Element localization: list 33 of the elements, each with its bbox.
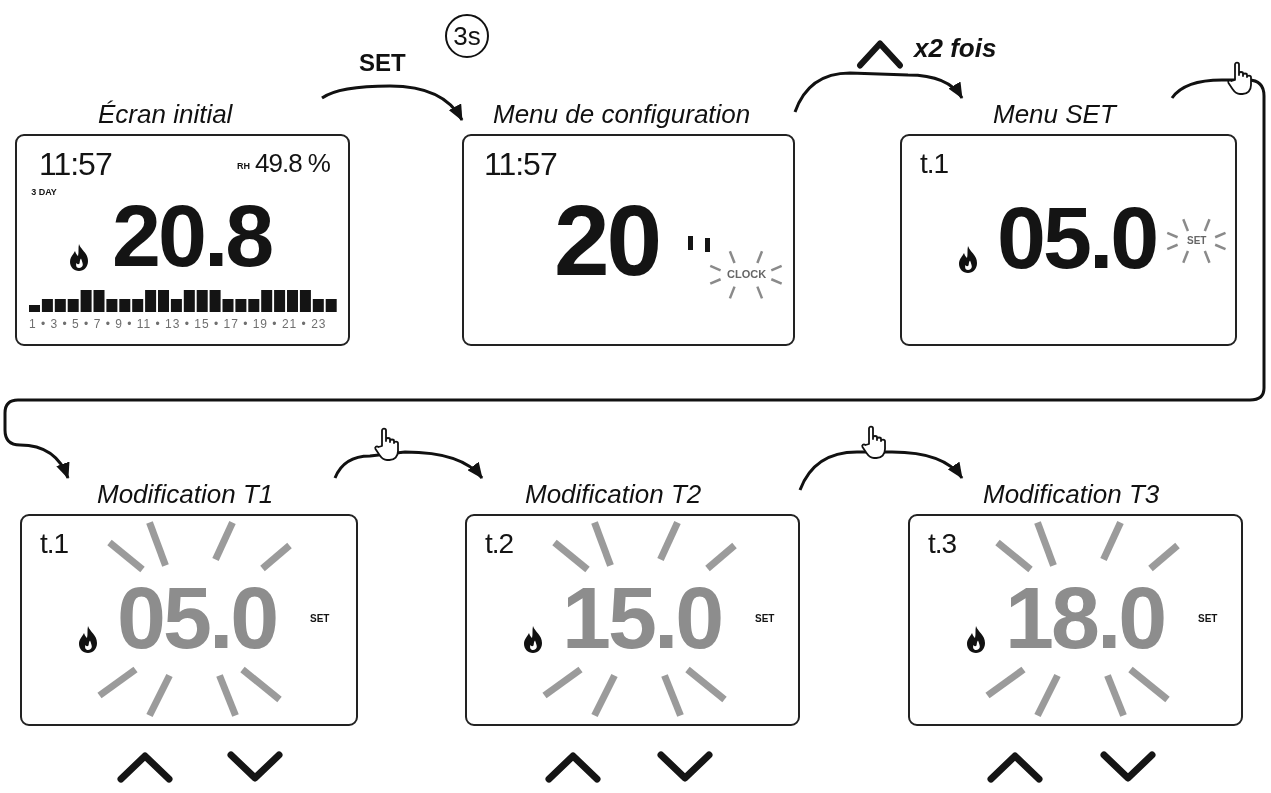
- curved-arrow: [3, 78, 1266, 479]
- humidity-label: RH: [237, 162, 250, 171]
- program-label: t.1: [40, 530, 69, 558]
- temperature-value: 15.0: [562, 574, 722, 662]
- clock-indicator: CLOCK: [727, 269, 767, 280]
- program-label: t.3: [928, 530, 957, 558]
- temperature-value: 18.0: [1005, 574, 1165, 662]
- program-label: t.1: [920, 150, 949, 178]
- set-indicator: SET: [755, 614, 775, 624]
- setting-value: 20: [554, 190, 660, 290]
- temperature-value: 20.8: [112, 192, 272, 280]
- curved-arrow: [321, 84, 464, 121]
- set-indicator: SET: [1198, 614, 1218, 624]
- screen-title: Modification T2: [525, 478, 702, 510]
- temperature-value: 05.0: [117, 574, 277, 662]
- screen-title: Modification T3: [983, 478, 1160, 510]
- clock-time: 11:57: [39, 148, 112, 180]
- set-indicator: SET: [1187, 236, 1207, 246]
- curved-arrow: [333, 450, 484, 479]
- curved-arrow: [793, 71, 964, 113]
- curved-arrow: [798, 450, 964, 491]
- program-label: t.2: [485, 530, 514, 558]
- day-indicator: 3 DAY: [31, 188, 57, 197]
- hour-scale: 1 • 3 • 5 • 7 • 9 • 11 • 13 • 15 • 17 • 19 • 21 • 23: [29, 318, 327, 330]
- screen-title: Modification T1: [97, 478, 274, 510]
- hold-time-label: 3s: [445, 14, 489, 58]
- clock-time: 11:57: [484, 148, 557, 180]
- screen-title: Menu de configuration: [493, 98, 751, 130]
- screen-title: Menu SET: [993, 98, 1116, 130]
- temperature-value: 05.0: [997, 194, 1157, 282]
- humidity-value: 49.8 %: [255, 150, 330, 176]
- screen-title: Écran initial: [98, 98, 233, 130]
- set-indicator: SET: [310, 614, 330, 624]
